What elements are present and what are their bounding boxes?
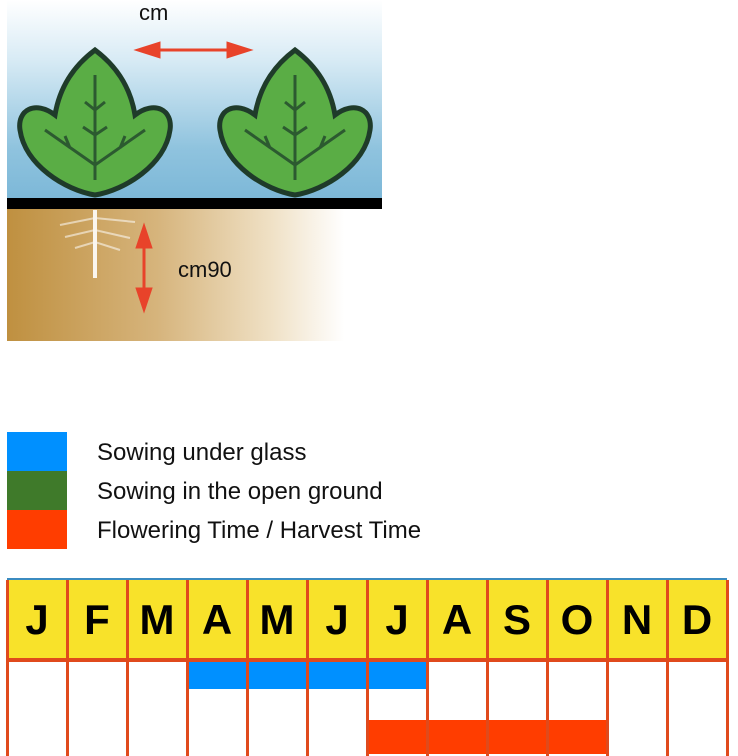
- sowing-glass-bar: [247, 661, 307, 689]
- ground-line: [7, 198, 382, 209]
- grid-line: [666, 580, 669, 756]
- month-header: M: [247, 580, 307, 660]
- flowering-bar: [367, 720, 427, 754]
- legend-label-open-ground: Sowing in the open ground: [97, 478, 383, 505]
- month-header: N: [607, 580, 667, 660]
- sowing-glass-bar: [187, 661, 247, 689]
- legend-swatch-flowering: [7, 510, 67, 549]
- grid-line: [606, 580, 609, 756]
- grid-line: [126, 580, 129, 756]
- legend-swatch-open-ground: [7, 471, 67, 510]
- grid-line: [66, 580, 69, 756]
- depth-label: cm90: [178, 257, 232, 282]
- grid-line: [366, 580, 369, 756]
- grid-line: [306, 580, 309, 756]
- legend-label-glass: Sowing under glass: [97, 439, 307, 466]
- grid-line: [486, 580, 489, 756]
- grid-line: [426, 580, 429, 756]
- legend-swatch-glass: [7, 432, 67, 471]
- plant-right-icon: [220, 50, 371, 195]
- flowering-bar: [547, 720, 607, 754]
- vertical-arrow-icon: [135, 222, 153, 314]
- sowing-glass-bar: [307, 661, 367, 689]
- month-header: O: [547, 580, 607, 660]
- plant-diagram: [0, 41, 390, 314]
- month-header: J: [307, 580, 367, 660]
- grid-line: [186, 580, 189, 756]
- plant-left-icon: [20, 50, 171, 195]
- month-header: J: [7, 580, 67, 660]
- month-header: A: [187, 580, 247, 660]
- grid-line: [546, 580, 549, 756]
- sowing-glass-bar: [367, 661, 427, 689]
- legend-label-flowering: Flowering Time / Harvest Time: [97, 517, 422, 544]
- soil-background: [7, 209, 382, 341]
- month-header: A: [427, 580, 487, 660]
- spacing-label: cm: [139, 0, 169, 25]
- horizontal-arrow-icon: [133, 41, 254, 59]
- calendar-top-border: [7, 578, 727, 581]
- month-header: M: [127, 580, 187, 660]
- month-header: D: [667, 580, 727, 660]
- flowering-bar: [427, 720, 487, 754]
- month-header: S: [487, 580, 547, 660]
- grid-line: [246, 580, 249, 756]
- month-header: F: [67, 580, 127, 660]
- root-icon: [59, 210, 136, 278]
- flowering-bar: [487, 720, 547, 754]
- grid-line: [6, 580, 9, 756]
- month-header: J: [367, 580, 427, 660]
- grid-line: [726, 580, 729, 756]
